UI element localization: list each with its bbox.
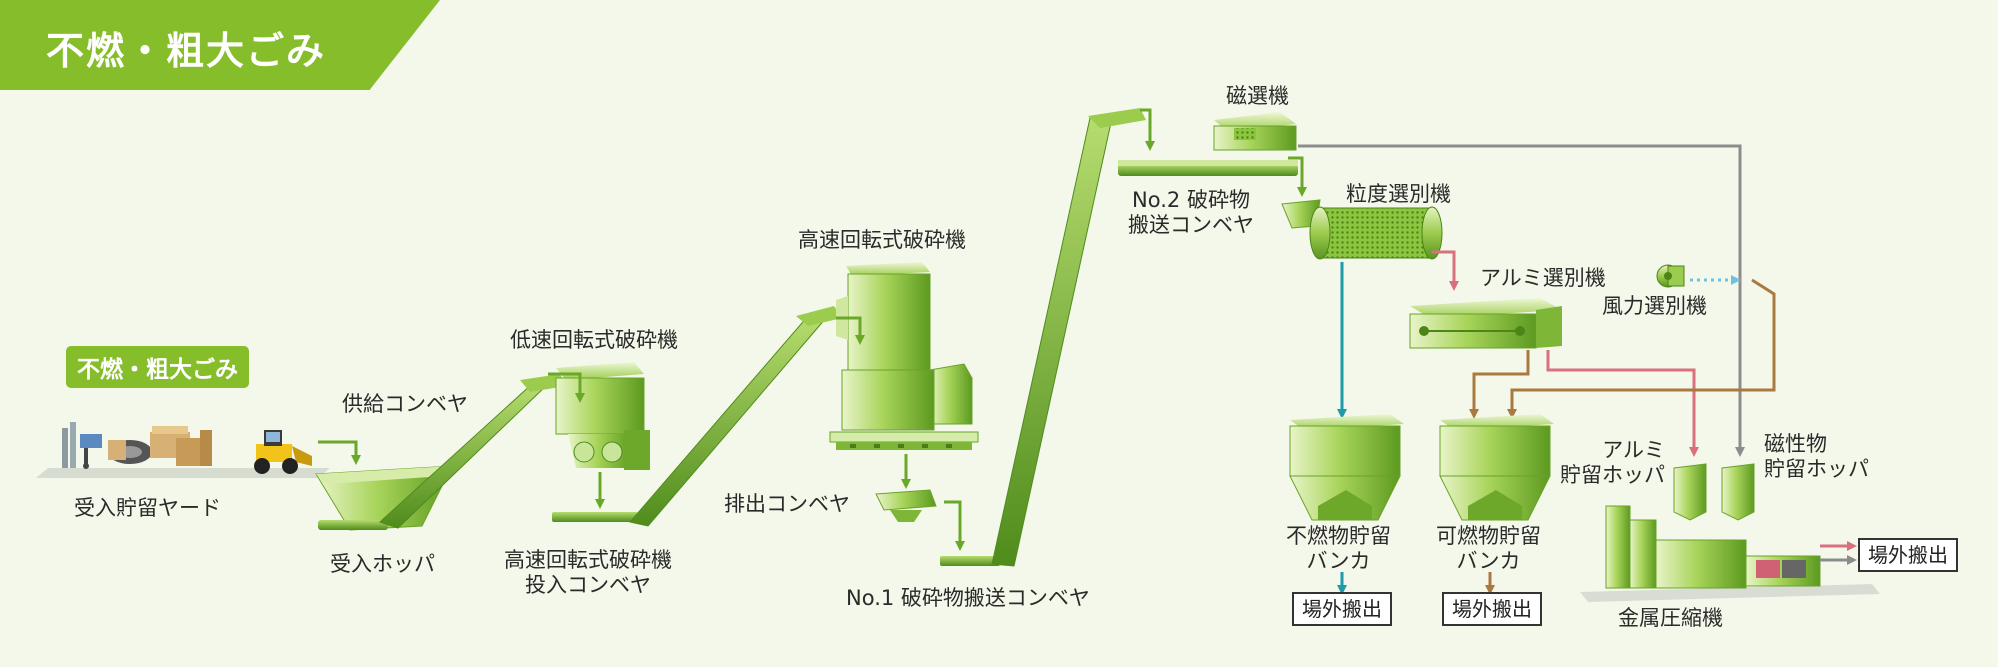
flow-arrow-discharge <box>944 500 965 551</box>
offsite-box-combustible: 場外搬出 <box>1442 592 1542 626</box>
flow-line-magnetic <box>1298 144 1745 457</box>
label-receiving-yard: 受入貯留ヤード <box>74 496 221 520</box>
noncombustible-bunker <box>1289 414 1404 521</box>
wheel-loader-icon <box>254 430 312 474</box>
label-trommel: 粒度選別機 <box>1346 182 1451 206</box>
flow-arrow-supply <box>318 440 361 465</box>
label-discharge-conveyor: 排出コンベヤ <box>724 492 850 516</box>
magnetic-separator <box>1213 112 1297 151</box>
label-magnetic-hopper: 磁性物 貯留ホッパ <box>1764 432 1869 481</box>
label-high-speed-crusher: 高速回転式破砕機 <box>798 228 966 252</box>
label-supply-conveyor: 供給コンベヤ <box>342 392 468 416</box>
discharge-conveyor <box>875 489 937 522</box>
aluminum-hopper <box>1673 463 1707 521</box>
label-aluminum-hopper: アルミ 貯留ホッパ <box>1560 438 1665 487</box>
flow-arrow-lowcrusher-in <box>548 372 585 403</box>
header-banner <box>0 0 440 90</box>
page-title: 不燃・粗大ごみ <box>46 29 327 73</box>
supply-conveyor <box>379 374 566 529</box>
flow-line-brown-alu <box>1469 350 1530 419</box>
magnetic-hopper <box>1721 463 1755 521</box>
flow-line-pink-top <box>1432 250 1459 291</box>
trommel <box>1281 199 1443 260</box>
flow-line-brown-wind <box>1507 278 1776 419</box>
flow-arrow-no2-out <box>1288 156 1307 197</box>
flow-line-pink-alu <box>1546 350 1699 457</box>
no1-conveyor <box>940 108 1146 567</box>
label-no1-conveyor: No.1 破砕物搬送コンベヤ <box>846 586 1090 610</box>
flow-arrow-hscrusher-in <box>836 316 865 345</box>
label-noncombustible-bunker: 不燃物貯留 バンカ <box>1286 524 1391 573</box>
offsite-box-noncombustible: 場外搬出 <box>1292 592 1392 626</box>
label-wind-separator: 風力選別機 <box>1602 294 1707 318</box>
wind-separator-icon <box>1656 264 1685 288</box>
label-receiving-hopper: 受入ホッパ <box>330 552 435 576</box>
label-combustible-bunker: 可燃物貯留 バンカ <box>1436 524 1541 573</box>
label-metal-compressor: 金属圧縮機 <box>1618 606 1723 630</box>
offsite-box-metal: 場外搬出 <box>1858 538 1958 572</box>
high-speed-crusher <box>829 262 979 450</box>
receiving-hopper <box>315 465 453 531</box>
aluminum-separator <box>1409 298 1562 349</box>
hs-feed-conveyor <box>552 306 842 527</box>
flow-arrow-no1-top <box>1140 108 1155 151</box>
input-badge: 不燃・粗大ごみ <box>66 346 249 388</box>
combustible-bunker <box>1439 414 1554 521</box>
label-low-speed-crusher: 低速回転式破砕機 <box>510 328 678 352</box>
metal-compressor <box>1580 505 1880 602</box>
no2-conveyor <box>1118 160 1298 176</box>
label-magnetic-separator: 磁選機 <box>1226 84 1289 108</box>
label-no2-conveyor: No.2 破砕物 搬送コンベヤ <box>1128 188 1254 237</box>
low-speed-crusher <box>555 362 650 470</box>
label-hs-feed-conveyor: 高速回転式破砕機 投入コンベヤ <box>504 548 672 597</box>
label-aluminum-separator: アルミ選別機 <box>1480 266 1606 290</box>
